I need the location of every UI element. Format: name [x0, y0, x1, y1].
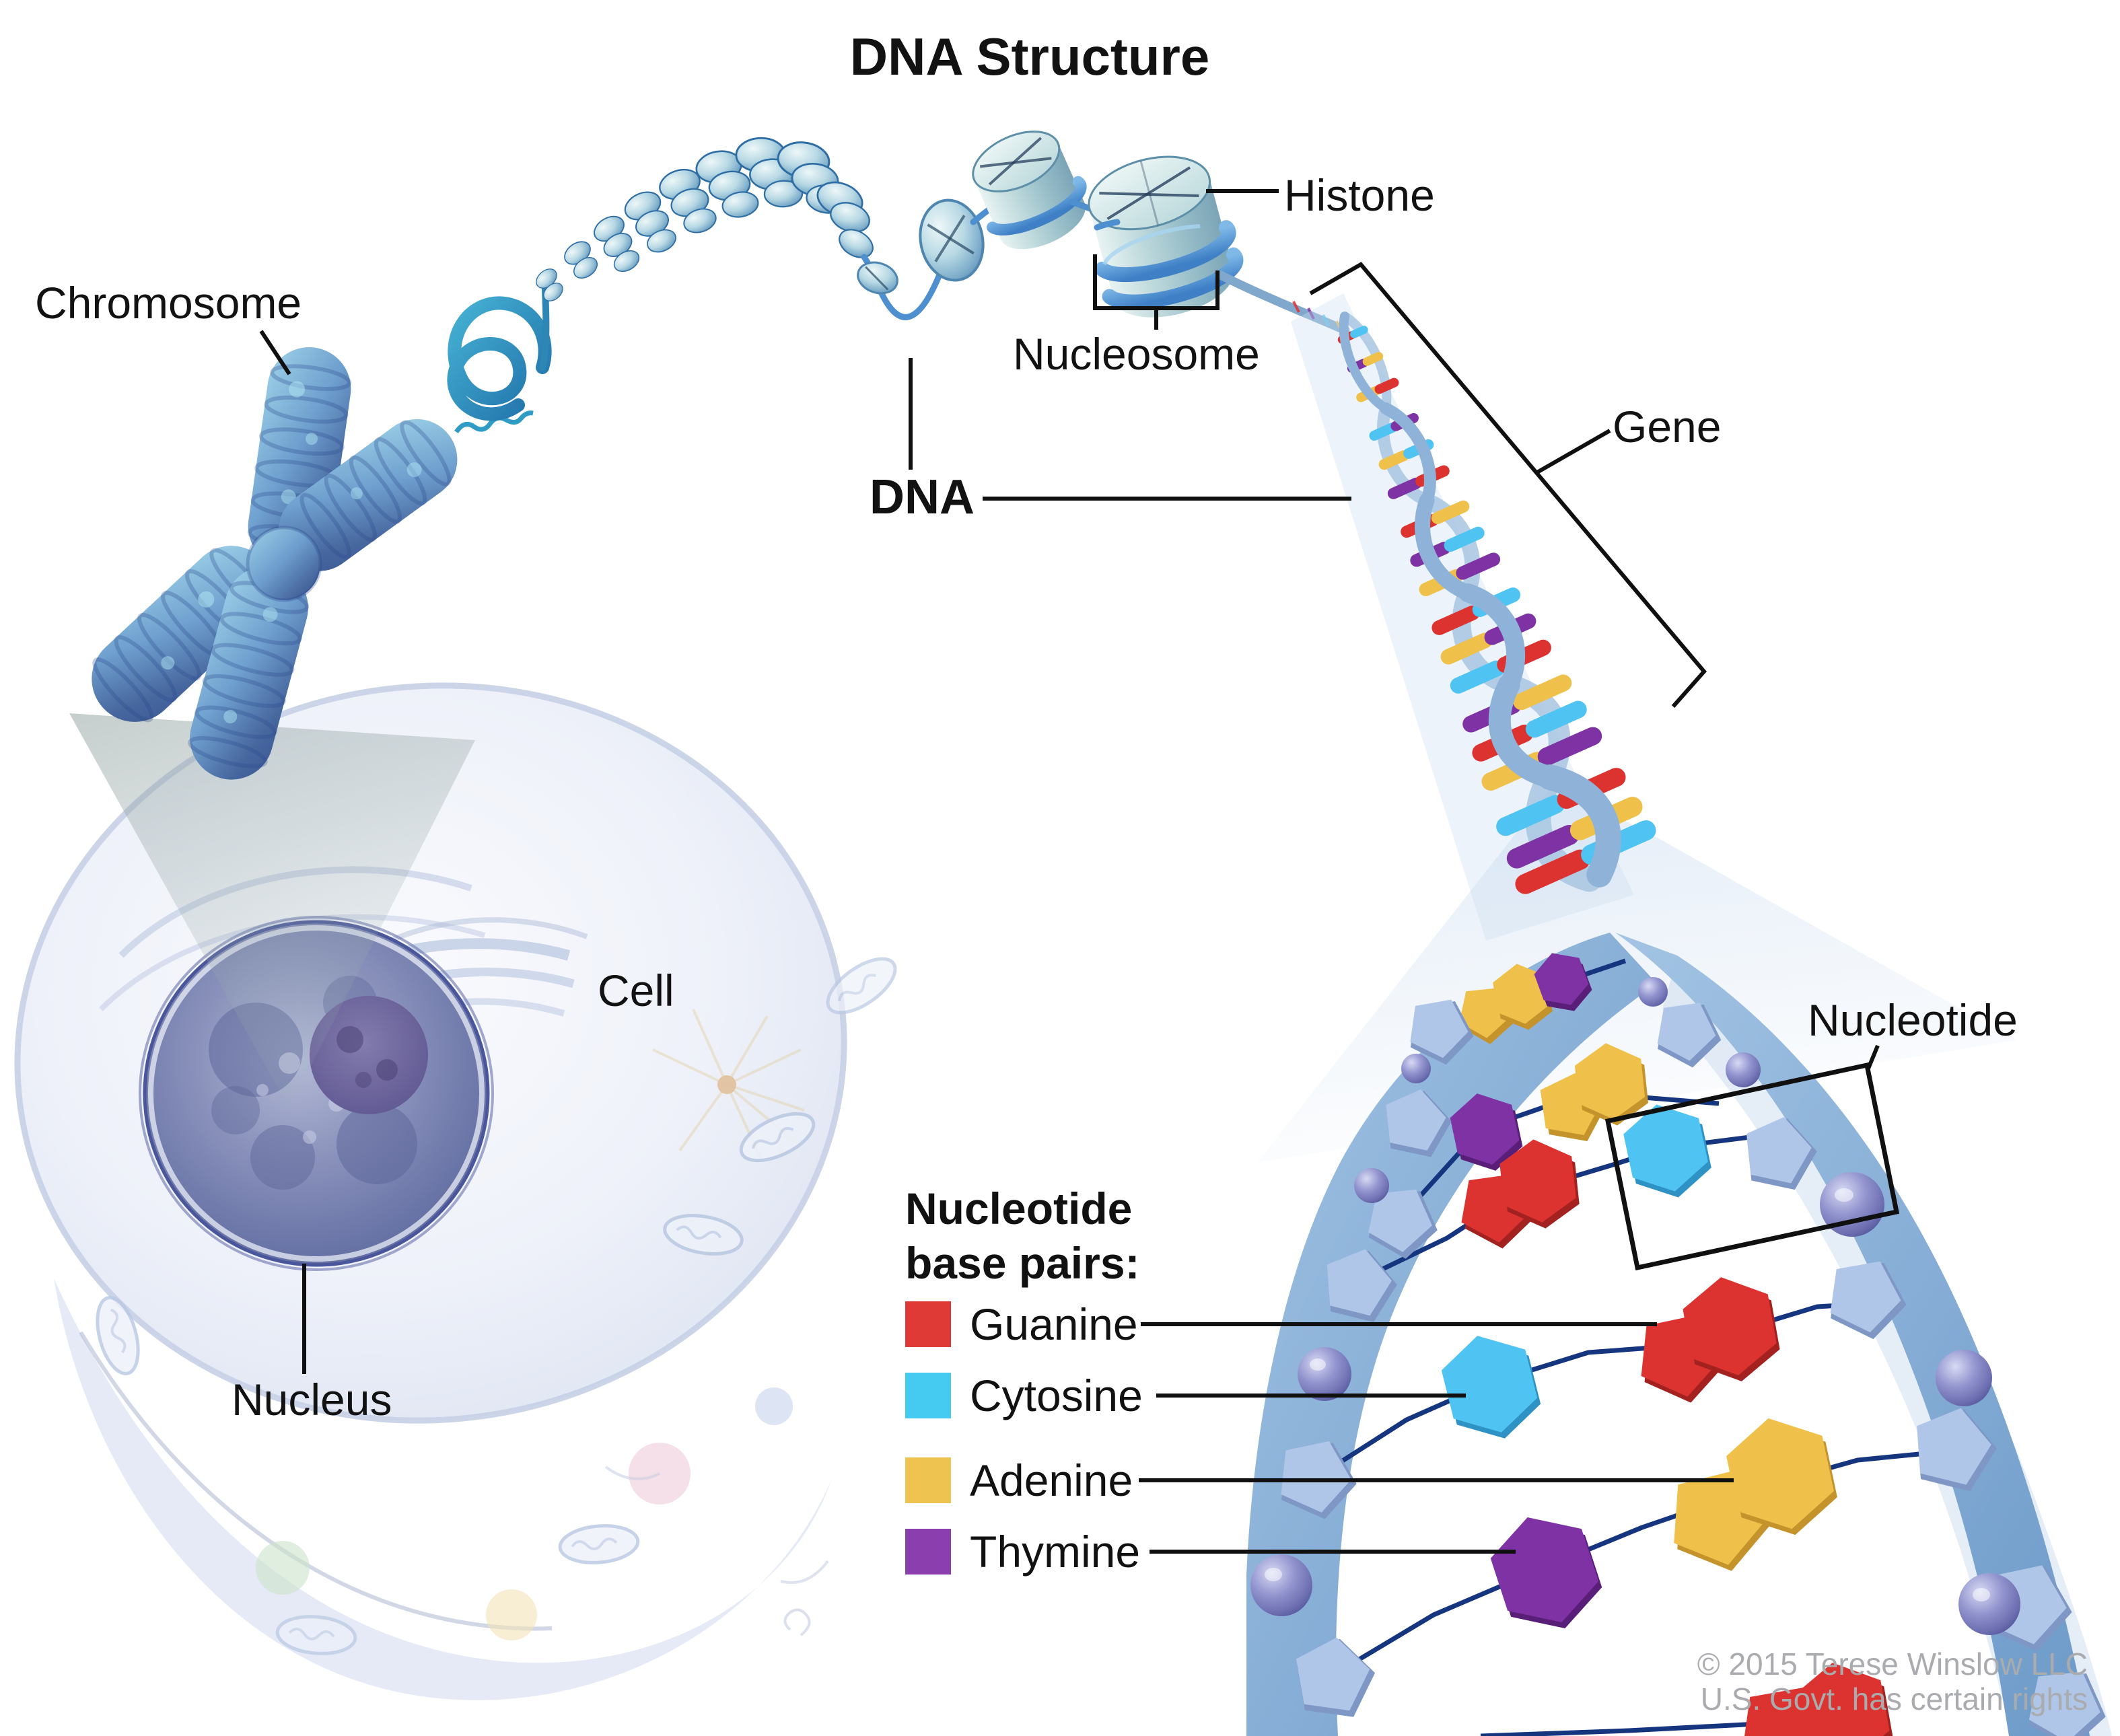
copyright-line1: © 2015 Terese Winslow LLC: [1697, 1647, 2088, 1681]
chromosome-label: Chromosome: [35, 278, 302, 328]
nucleosome-bracket: [1093, 254, 1220, 330]
thymine-swatch: [905, 1529, 951, 1575]
phosphate-spheres: [1250, 977, 2020, 1635]
guanine-label: Guanine: [970, 1299, 1138, 1349]
histone-label: Histone: [1284, 170, 1435, 220]
gene-label: Gene: [1613, 402, 1722, 451]
dna-exit-fiber: [1215, 270, 1350, 335]
legend-heading-line1: Nucleotide: [905, 1184, 1133, 1233]
copyright-line2: U.S. Govt. has certain rights: [1700, 1681, 2088, 1716]
chromatin-fiber-discs: [532, 136, 879, 305]
chromatin-loops: [447, 296, 552, 421]
nucleotide-box: [1604, 1062, 1900, 1271]
zoom-cone-nucleus-to-chromosome: [69, 713, 475, 1109]
nucleus-label: Nucleus: [232, 1375, 392, 1424]
cell-cut-section: [54, 1278, 831, 1700]
cell-label: Cell: [598, 966, 674, 1015]
dna-ladder: [1246, 933, 2114, 1736]
histone-cylinder-medium: [972, 131, 1087, 250]
dna-label: DNA: [870, 470, 975, 524]
guanine-swatch: [905, 1301, 951, 1347]
nucleotide-label: Nucleotide: [1808, 995, 2018, 1045]
copyright-notice: © 2015 Terese Winslow LLC U.S. Govt. has…: [1697, 1647, 2088, 1716]
thymine-label: Thymine: [970, 1527, 1141, 1577]
chromatin-coiling-sequence: [447, 131, 1350, 434]
legend-heading: Nucleotide base pairs:: [905, 1182, 1140, 1290]
cytosine-swatch: [905, 1373, 951, 1418]
legend-heading-line2: base pairs:: [905, 1237, 1140, 1288]
cytosine-label: Cytosine: [970, 1371, 1143, 1420]
chromosome-leader-line: [259, 330, 291, 375]
ladder-backbone-left: [1246, 933, 1657, 1736]
dna-double-helix: [1337, 312, 1656, 894]
adenine-label: Adenine: [970, 1455, 1133, 1505]
nucleosome-bead-small: [857, 261, 898, 295]
gene-leader-line: [1536, 429, 1611, 474]
histone-cylinder-large: [1088, 155, 1244, 318]
nucleotide-leader-line: [1866, 1044, 1880, 1070]
nucleolus: [310, 996, 428, 1114]
nucleosome-label: Nucleosome: [1013, 329, 1260, 379]
nucleosome-bead-oval: [919, 198, 985, 282]
gene-bracket: [1309, 262, 1707, 708]
page-title: DNA Structure: [849, 27, 1210, 86]
ladder-backbone-right: [1615, 933, 2090, 1736]
adenine-swatch: [905, 1457, 951, 1503]
annotation-lines: [259, 189, 1900, 1554]
chromosome-illustration: [92, 347, 458, 780]
